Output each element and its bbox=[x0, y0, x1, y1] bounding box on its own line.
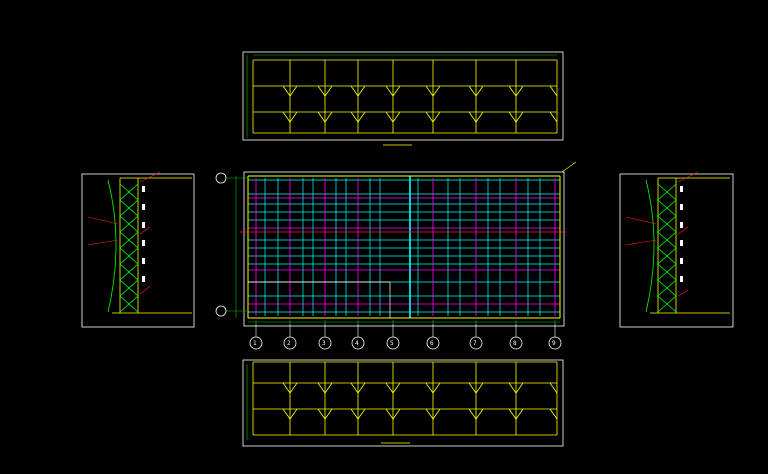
top-elevation-dimensions bbox=[246, 54, 557, 138]
plan-callout-leader bbox=[561, 161, 577, 173]
plan-rafters bbox=[264, 178, 541, 316]
svg-text:6: 6 bbox=[430, 340, 434, 347]
plan-opening bbox=[248, 281, 391, 318]
axis-letter-marker-top bbox=[215, 172, 227, 184]
bottom-elevation-structure bbox=[252, 361, 558, 436]
axis-number-marker-9: 9 bbox=[548, 324, 562, 350]
right-section-leaders bbox=[625, 171, 699, 297]
axis-number-marker-7: 7 bbox=[469, 324, 483, 350]
plan-dimension-string bbox=[226, 176, 560, 324]
right-section-view bbox=[619, 171, 734, 328]
svg-text:4: 4 bbox=[355, 340, 359, 347]
left-section-leaders bbox=[87, 171, 161, 295]
right-section-frame bbox=[619, 173, 734, 328]
plan-purlins-horizontal bbox=[248, 179, 560, 313]
plan-grid-columns bbox=[255, 178, 556, 316]
top-elevation-view bbox=[242, 51, 564, 146]
left-section-bracing bbox=[107, 179, 139, 313]
svg-text:1: 1 bbox=[253, 340, 257, 347]
plan-purlins-magenta bbox=[248, 197, 560, 305]
axis-number-marker-5: 5 bbox=[386, 324, 400, 350]
bottom-elevation-view bbox=[242, 359, 564, 447]
axis-letter-marker-bottom bbox=[215, 305, 227, 317]
axis-number-marker-3: 3 bbox=[318, 324, 332, 350]
left-section-frame bbox=[81, 173, 195, 328]
axis-number-marker-2: 2 bbox=[283, 324, 297, 350]
axis-number-marker-6: 6 bbox=[426, 324, 440, 350]
svg-text:8: 8 bbox=[513, 340, 517, 347]
top-elevation-frame bbox=[242, 51, 564, 141]
svg-text:9: 9 bbox=[552, 340, 556, 347]
plan-outer-frame bbox=[243, 171, 565, 327]
left-section-view bbox=[81, 171, 195, 328]
axis-number-marker-1: 1 bbox=[249, 324, 263, 350]
right-section-bracing bbox=[645, 179, 677, 313]
left-section-column-marks bbox=[142, 186, 145, 282]
roof-plan-view: 1 2 3 4 5 6 7 bbox=[215, 161, 577, 350]
axis-number-marker-4: 4 bbox=[351, 324, 365, 350]
top-elevation-structure bbox=[252, 59, 558, 134]
axis-number-marker-8: 8 bbox=[509, 324, 523, 350]
svg-text:3: 3 bbox=[322, 340, 326, 347]
svg-text:5: 5 bbox=[390, 340, 394, 347]
right-section-column-marks bbox=[680, 186, 683, 282]
bottom-elevation-frame bbox=[242, 359, 564, 447]
svg-text:2: 2 bbox=[287, 340, 291, 347]
svg-text:7: 7 bbox=[473, 340, 477, 347]
